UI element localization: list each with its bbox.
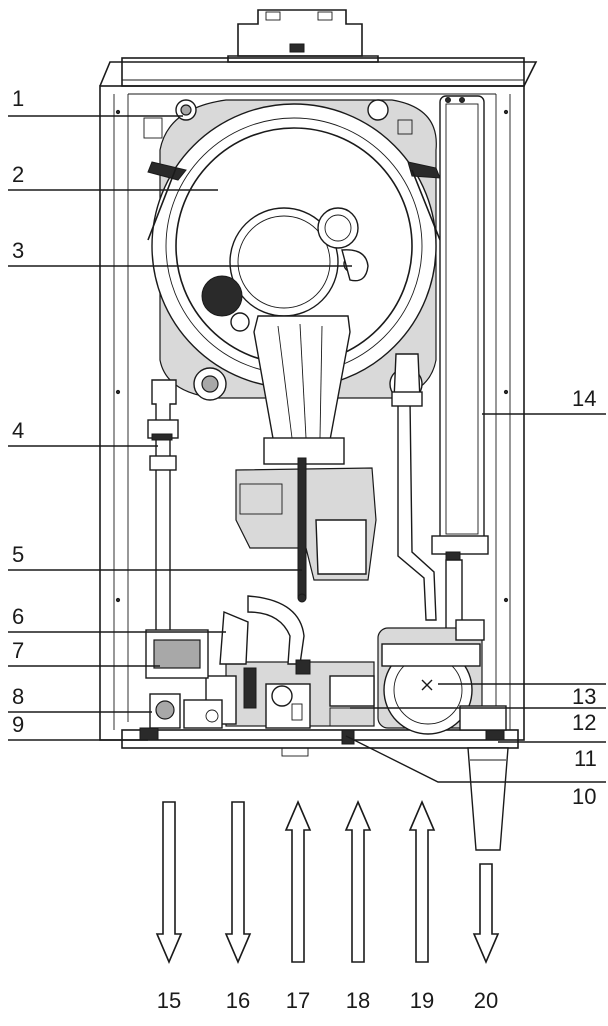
callout-6: 6: [12, 604, 24, 629]
connection-17: 17: [286, 988, 310, 1013]
arrow-down-20: [472, 863, 500, 965]
callout-11: 11: [574, 746, 597, 771]
mixing-tube: [253, 315, 351, 445]
callout-4: 4: [12, 418, 24, 443]
connection-19: 19: [410, 988, 434, 1013]
leader-lines: [8, 115, 606, 783]
diverter-valve: [145, 595, 311, 679]
connection-16: 16: [226, 988, 250, 1013]
expansion-vessel: [431, 95, 489, 641]
callout-9: 9: [12, 712, 24, 737]
callout-2: 2: [12, 162, 24, 187]
callout-8: 8: [12, 684, 24, 709]
burner: [201, 207, 369, 332]
callout-1: 1: [12, 86, 24, 111]
flow-pipe: [147, 379, 179, 661]
return-pipe: [391, 353, 437, 621]
arrow-up-19: [408, 799, 436, 963]
arrow-down-15: [155, 801, 183, 965]
condensate-pipe: [467, 747, 509, 851]
connection-20: 20: [474, 988, 498, 1013]
callout-labels: 1 2 3 4 5 6 7 8 9 10 11 12 13 14: [12, 86, 597, 809]
bottom-fittings: [149, 693, 507, 745]
arrow-down-16: [224, 801, 252, 965]
connection-labels: 15 16 17 18 19 20: [157, 988, 498, 1013]
boiler-casing: [99, 9, 538, 757]
callout-5: 5: [12, 542, 24, 567]
arrow-up-17: [284, 799, 312, 963]
callout-10: 10: [572, 784, 596, 809]
gas-valve: [205, 661, 375, 729]
connection-18: 18: [346, 988, 370, 1013]
callout-13: 13: [572, 684, 596, 709]
callout-7: 7: [12, 638, 24, 663]
connection-arrows: [155, 799, 500, 965]
fan: [235, 437, 377, 603]
callout-12: 12: [572, 710, 596, 735]
connection-15: 15: [157, 988, 181, 1013]
arrow-up-18: [344, 799, 372, 963]
callout-14: 14: [572, 386, 596, 411]
callout-3: 3: [12, 238, 24, 263]
pump: [377, 619, 485, 735]
